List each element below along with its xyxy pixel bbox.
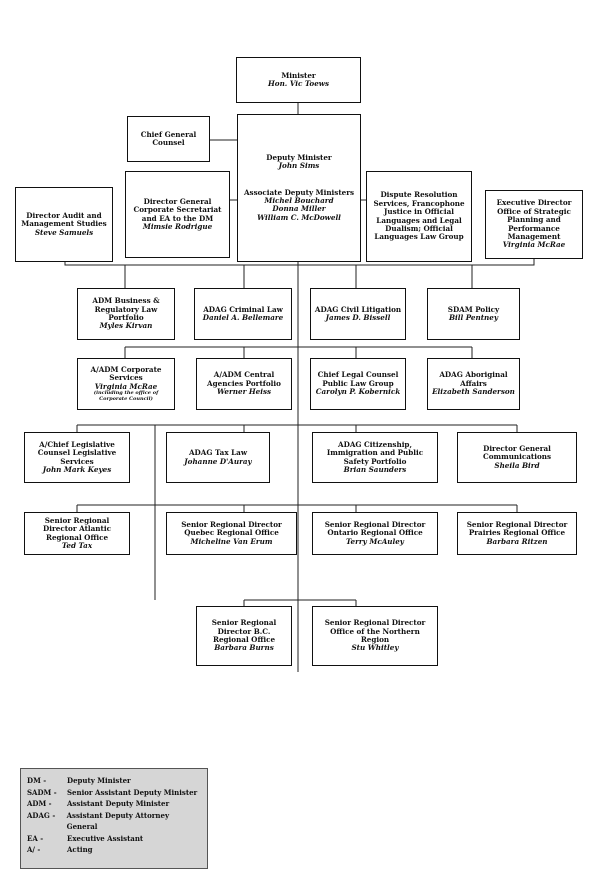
org-box-note: (including the office of Corporate Counc… xyxy=(93,390,159,402)
org-box-title: ADAG Aboriginal Affairs xyxy=(439,370,508,388)
org-box-title: SDAM Policy xyxy=(447,304,500,314)
executive-director-title: Executive Director Office of Strategic P… xyxy=(496,198,572,241)
org-box-name: Ted Tax xyxy=(61,540,93,550)
org-box-name: Daniel A. Bellemare xyxy=(202,313,284,322)
sdam-policy-box: SDAM Policy Bill Pentney xyxy=(427,288,520,340)
northern-region-office-box: Senior Regional Director Office of the N… xyxy=(312,606,438,666)
org-box-title: Senior Regional Director Atlantic Region… xyxy=(43,515,111,542)
dg-corporate-secretariat-title: Director General Corporate Secretariat a… xyxy=(133,196,222,223)
legend-full: Acting xyxy=(67,845,93,854)
org-box-name: Micheline Van Erum xyxy=(190,536,273,546)
bc-regional-office-box: Senior Regional Director B.C. Regional O… xyxy=(196,606,292,666)
org-box-title: Senior Regional Director B.C. Regional O… xyxy=(211,618,277,644)
deputy-minister-title: Deputy Minister xyxy=(266,152,332,162)
dispute-resolution-title: Dispute Resolution Services, Francophone… xyxy=(373,190,465,242)
legend-row: EA - Executive Assistant xyxy=(27,833,201,845)
org-box-title: A/ADM Corporate Services xyxy=(90,364,162,383)
org-box-title: Senior Regional Director Prairies Region… xyxy=(466,519,568,538)
org-box-name: Myles Kirvan xyxy=(99,321,153,331)
adag-criminal-law-box: ADAG Criminal Law Daniel A. Bellemare xyxy=(194,288,292,340)
deputy-minister-name: John Sims xyxy=(278,161,320,171)
org-box-title: A/ADM Central Agencies Portfolio xyxy=(207,370,281,388)
org-box-name: Werner Heiss xyxy=(216,387,272,397)
director-audit-title: Director Audit and Management Studies xyxy=(21,210,107,229)
chief-general-counsel-title: Chief General Counsel xyxy=(140,129,197,147)
adag-tax-law-box: ADAG Tax Law Johanne D'Auray xyxy=(166,432,270,483)
chief-general-counsel-box: Chief General Counsel xyxy=(127,116,210,162)
associate-deputy-name: William C. McDowell xyxy=(257,212,341,222)
legend-full: Deputy Minister xyxy=(67,776,131,785)
legend-abbr: SADM - xyxy=(27,787,57,797)
associate-deputy-name: Michel Bouchard xyxy=(264,196,334,205)
dg-communications-box: Director General Communications Sheila B… xyxy=(457,432,577,483)
connector-lines xyxy=(64,103,535,672)
aadm-central-agencies-box: A/ADM Central Agencies Portfolio Werner … xyxy=(196,358,292,410)
quebec-regional-office-box: Senior Regional Director Quebec Regional… xyxy=(166,512,297,555)
legend-row: ADAG - Assistant Deputy Attorney General xyxy=(27,810,201,833)
org-box-title: Senior Regional Director Quebec Regional… xyxy=(181,519,282,538)
org-box-name: Stu Whitley xyxy=(351,643,399,653)
atlantic-regional-office-box: Senior Regional Director Atlantic Region… xyxy=(24,512,130,555)
legend-row: A/ - Acting xyxy=(27,844,201,856)
org-box-name: Carolyn P. Kobernick xyxy=(315,387,401,397)
adag-civil-litigation-box: ADAG Civil Litigation James D. Bissell xyxy=(310,288,406,340)
org-box-name: Johanne D'Auray xyxy=(184,456,252,466)
legend-abbr: ADAG - xyxy=(27,810,56,820)
executive-director-name: Virginia McRae xyxy=(502,240,566,250)
minister-box: Minister Hon. Vic Toews xyxy=(236,57,361,103)
org-box-name: Sheila Bird xyxy=(494,460,540,470)
dispute-resolution-box: Dispute Resolution Services, Francophone… xyxy=(366,171,472,262)
org-box-title: ADAG Citizenship, Immigration and Public… xyxy=(326,439,424,466)
org-box-name: Elizabeth Sanderson xyxy=(432,387,515,397)
legend-abbr: DM - xyxy=(27,776,47,785)
director-audit-name: Steve Samuels xyxy=(34,227,94,237)
org-box-title: Senior Regional Director Ontario Regiona… xyxy=(324,519,426,538)
org-box-title: Senior Regional Director Office of the N… xyxy=(324,618,426,644)
legend-abbr: EA - xyxy=(27,833,44,843)
legend-full: Assistant Deputy Attorney General xyxy=(66,810,170,832)
dg-corporate-secretariat-box: Director General Corporate Secretariat a… xyxy=(125,171,230,258)
chief-legislative-counsel-box: A/Chief Legislative Counsel Legislative … xyxy=(24,432,130,483)
associate-deputy-title: Associate Deputy Ministers xyxy=(243,187,355,197)
org-box-name: John Mark Keyes xyxy=(42,464,112,474)
org-box-title: ADAG Civil Litigation xyxy=(314,304,402,314)
adag-citizenship-immigration-box: ADAG Citizenship, Immigration and Public… xyxy=(312,432,438,483)
org-box-title: A/Chief Legislative Counsel Legislative … xyxy=(37,439,117,466)
org-box-name: James D. Bissell xyxy=(325,313,391,322)
org-box-name: Terry McAuley xyxy=(346,536,404,546)
org-box-title: ADM Business & Regulatory Law Portfolio xyxy=(92,296,160,322)
org-box-title: Director General Communications xyxy=(482,443,552,462)
org-box-name: Barbara Burns xyxy=(214,643,274,653)
minister-name: Hon. Vic Toews xyxy=(268,79,329,88)
org-box-title: ADAG Tax Law xyxy=(188,448,248,458)
minister-title: Minister xyxy=(281,70,316,80)
deputy-minister-box: Deputy Minister John Sims Associate Depu… xyxy=(237,114,361,262)
chief-legal-counsel-box: Chief Legal Counsel Public Law Group Car… xyxy=(310,358,406,410)
ontario-regional-office-box: Senior Regional Director Ontario Regiona… xyxy=(312,512,438,555)
legend-row: SADM - Senior Assistant Deputy Minister xyxy=(27,787,201,799)
associate-deputy-name: Donna Miller xyxy=(272,204,326,214)
org-box-title: ADAG Criminal Law xyxy=(203,304,283,314)
prairies-regional-office-box: Senior Regional Director Prairies Region… xyxy=(457,512,577,555)
abbreviation-legend: DM - Deputy Minister SADM - Senior Assista… xyxy=(20,768,208,869)
legend-row: DM - Deputy Minister xyxy=(27,775,201,787)
aadm-corporate-services-box: A/ADM Corporate Services Virginia McRae … xyxy=(77,358,175,410)
executive-director-box: Executive Director Office of Strategic P… xyxy=(485,190,583,259)
adm-business-regulatory-box: ADM Business & Regulatory Law Portfolio … xyxy=(77,288,175,340)
org-box-name: Virginia McRae xyxy=(94,381,158,391)
adag-aboriginal-affairs-box: ADAG Aboriginal Affairs Elizabeth Sander… xyxy=(427,358,520,410)
org-box-name: Barbara Ritzen xyxy=(486,536,548,546)
org-box-name: Brian Saunders xyxy=(343,464,407,474)
org-box-name: Bill Pentney xyxy=(448,313,499,322)
dg-corporate-secretariat-name: Mimsie Rodrigue xyxy=(142,221,213,231)
legend-full: Senior Assistant Deputy Minister xyxy=(67,787,198,797)
legend-full: Executive Assistant xyxy=(67,833,144,843)
org-box-title: Chief Legal Counsel Public Law Group xyxy=(317,370,399,388)
director-audit-box: Director Audit and Management Studies St… xyxy=(15,187,113,262)
legend-abbr: A/ - xyxy=(27,845,41,854)
